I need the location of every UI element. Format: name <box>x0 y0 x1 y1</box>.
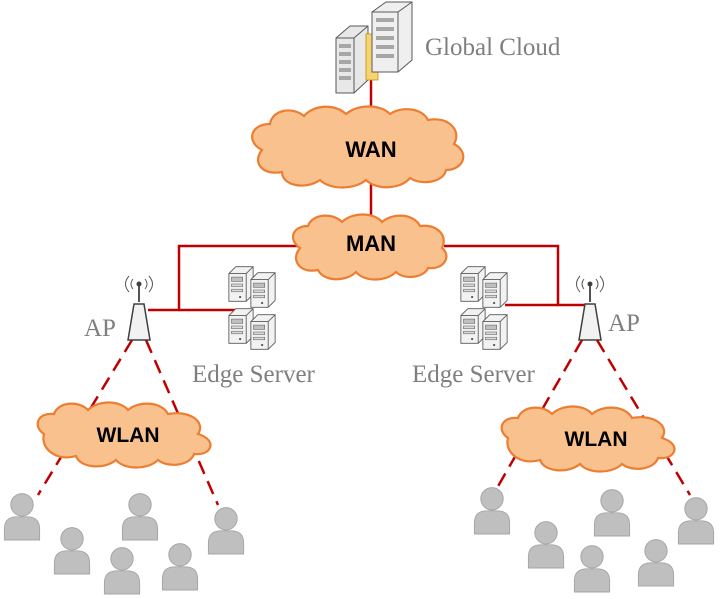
server-rack-icon <box>335 1 413 94</box>
wan-label: WAN <box>345 137 396 162</box>
wan-cloud: WAN <box>251 105 465 189</box>
antenna-icon <box>576 275 604 341</box>
user-icon <box>473 487 511 535</box>
left-wlan-cloud: WLAN <box>36 401 212 469</box>
man-cloud: MAN <box>291 213 448 281</box>
user-icon <box>121 493 159 541</box>
link-man-right-ap <box>444 244 585 307</box>
right-wlan-cloud: WLAN <box>500 405 676 473</box>
user-icon <box>527 521 565 569</box>
user-icon <box>573 545 611 593</box>
right-edge-server-label: Edge Server <box>412 361 536 388</box>
cloud-icon <box>500 405 676 473</box>
right-ap-label: AP <box>608 310 640 337</box>
user-icon <box>161 543 199 591</box>
man-label: MAN <box>346 231 396 256</box>
right-user-group <box>473 487 715 593</box>
antenna-icon <box>125 275 153 341</box>
cloud-icon <box>291 213 448 281</box>
left-user-group <box>3 493 245 595</box>
left-edge-server: Edge Server <box>192 266 316 388</box>
link-man-left-ap <box>148 244 300 312</box>
right-edge-server: Edge Server <box>412 266 536 388</box>
global-cloud-label: Global Cloud <box>425 34 561 61</box>
left-ap-label: AP <box>84 315 116 342</box>
cloud-icon <box>36 401 212 469</box>
user-icon <box>103 547 141 595</box>
user-icon <box>677 497 715 545</box>
server-tower-icon <box>460 266 508 350</box>
left-wlan-label: WLAN <box>97 424 160 447</box>
left-edge-server-label: Edge Server <box>192 361 316 388</box>
user-icon <box>207 507 245 555</box>
user-icon <box>593 489 631 537</box>
right-wlan-label: WLAN <box>565 428 628 451</box>
user-icon <box>3 493 41 541</box>
user-icon <box>637 539 675 587</box>
user-icon <box>53 527 91 575</box>
server-tower-icon <box>228 266 276 350</box>
cloud-icon <box>251 105 465 189</box>
